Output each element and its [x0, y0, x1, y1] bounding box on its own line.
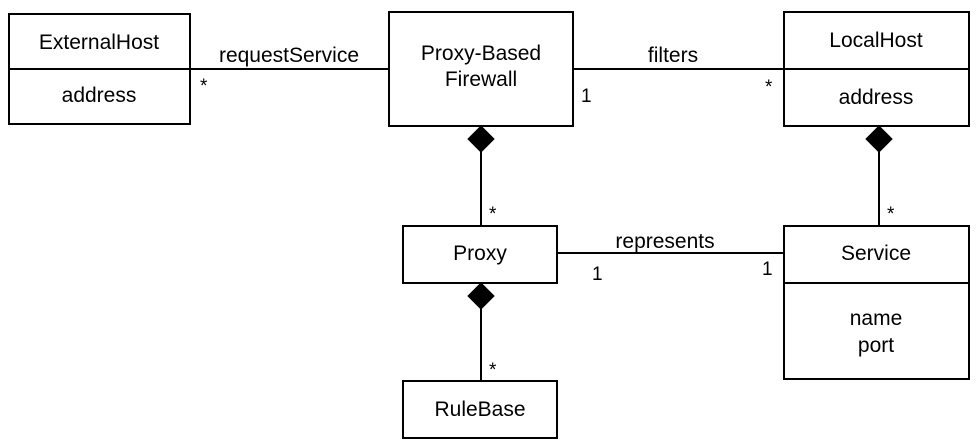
firewall-title-line-1: Proxy-Based: [421, 42, 541, 65]
class-external-host[interactable]: ExternalHost address: [8, 13, 191, 125]
proxy-box: [402, 225, 558, 284]
service-box: [783, 225, 970, 380]
firewall-box: [388, 11, 574, 127]
mult-filters-firewall: 1: [581, 86, 592, 107]
rule-base-title: RuleBase: [434, 398, 525, 421]
request-service-label: requestService: [219, 44, 359, 67]
service-attr-name: name: [850, 307, 903, 330]
local-host-attr-address: address: [839, 86, 914, 109]
class-service[interactable]: Service name port: [783, 225, 970, 380]
class-proxy-based-firewall[interactable]: Proxy-Based Firewall: [388, 11, 574, 127]
mult-local-service: *: [887, 204, 895, 225]
mult-represents-proxy: 1: [592, 264, 603, 285]
firewall-composition-diamond: [467, 125, 495, 153]
localhost-composition-diamond: [865, 125, 893, 153]
service-attr-port: port: [858, 334, 894, 357]
mult-firewall-proxy: *: [489, 204, 497, 225]
rule-base-box: [402, 380, 558, 439]
service-title: Service: [841, 242, 911, 265]
firewall-title-line-2: Firewall: [445, 68, 517, 91]
mult-request-service-external: *: [200, 76, 208, 97]
external-host-attr-address: address: [62, 84, 137, 107]
class-proxy[interactable]: Proxy: [402, 225, 558, 284]
class-rule-base[interactable]: RuleBase: [402, 380, 558, 439]
external-host-title: ExternalHost: [39, 31, 159, 54]
mult-represents-service: 1: [762, 259, 773, 280]
class-local-host[interactable]: LocalHost address: [783, 11, 970, 127]
represents-label: represents: [615, 230, 714, 253]
filters-label: filters: [648, 44, 698, 67]
local-host-title: LocalHost: [829, 29, 923, 52]
proxy-title: Proxy: [453, 242, 507, 265]
proxy-composition-diamond: [467, 282, 495, 310]
mult-proxy-rulebase: *: [489, 360, 497, 381]
mult-filters-local: *: [765, 77, 773, 98]
